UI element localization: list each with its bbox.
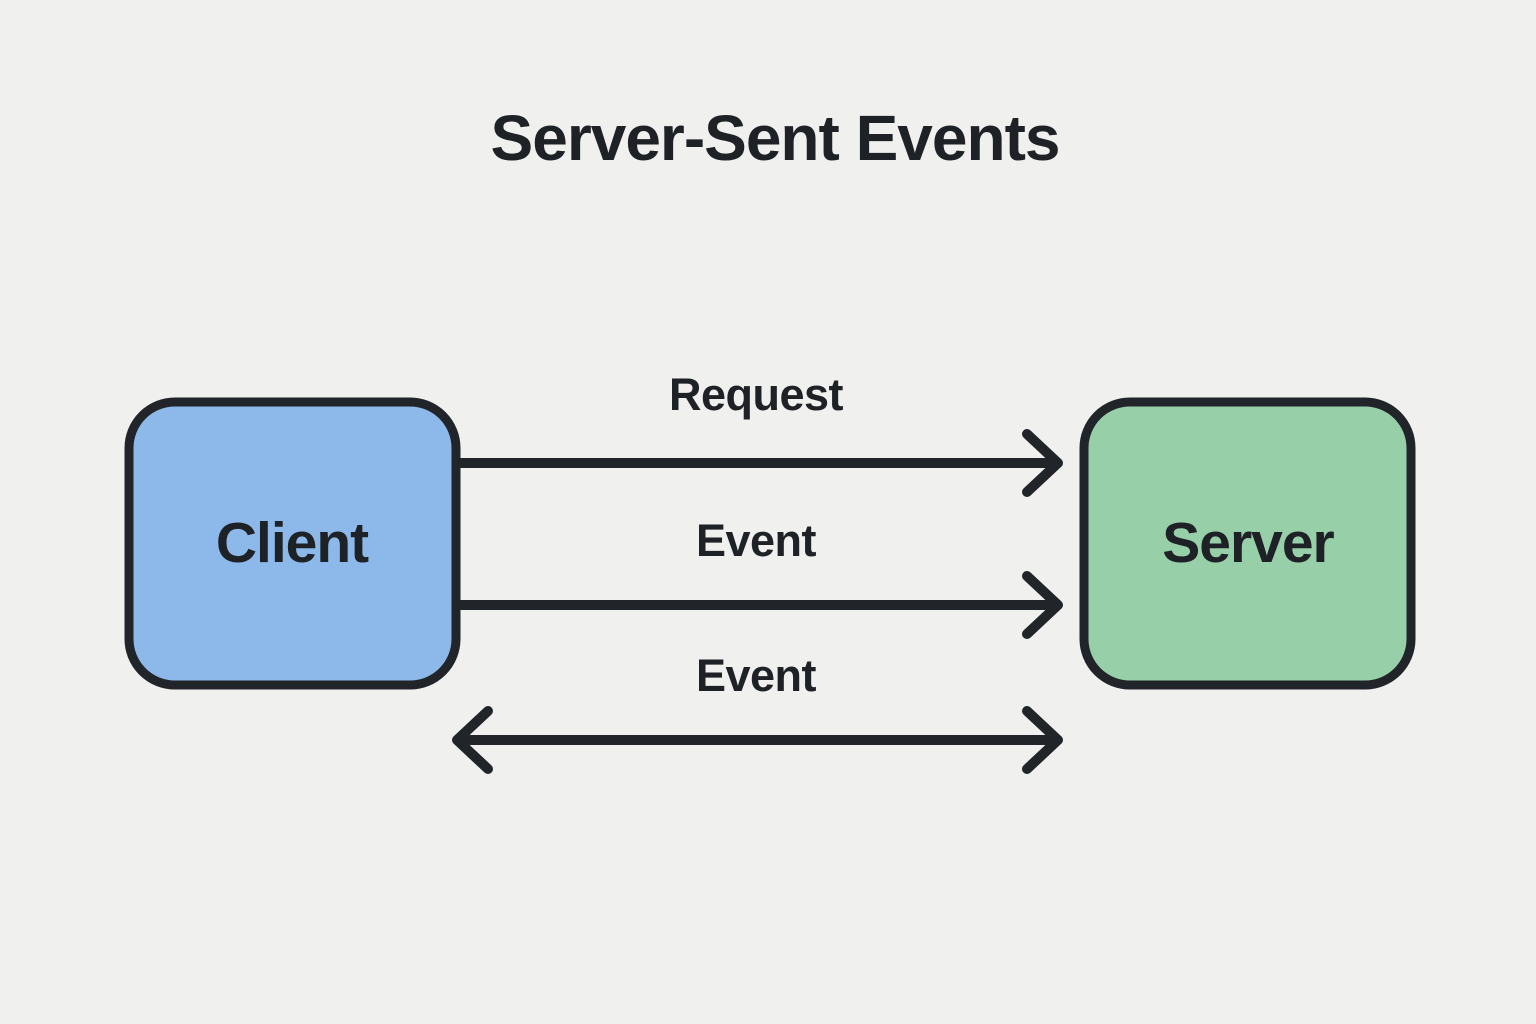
client-box (124, 397, 461, 690)
request-arrow (452, 429, 1063, 497)
server-box (1079, 397, 1416, 690)
event-arrow-2-label: Event (696, 650, 817, 701)
request-arrow-label: Request (669, 369, 844, 420)
client-node: Client (124, 397, 461, 690)
request-arrowhead-icon (1022, 429, 1063, 497)
client-label: Client (216, 511, 369, 575)
event-arrow-1 (452, 571, 1063, 639)
event-arrow-2 (452, 706, 1063, 774)
event-arrow-1-label: Event (696, 515, 817, 566)
server-node: Server (1079, 397, 1416, 690)
event-arrowhead-1-icon (1022, 571, 1063, 639)
event-arrowhead-right-icon (1022, 706, 1063, 774)
event-arrowhead-left-icon (452, 706, 493, 774)
server-label: Server (1162, 511, 1334, 575)
diagram-title: Server-Sent Events (491, 102, 1060, 174)
